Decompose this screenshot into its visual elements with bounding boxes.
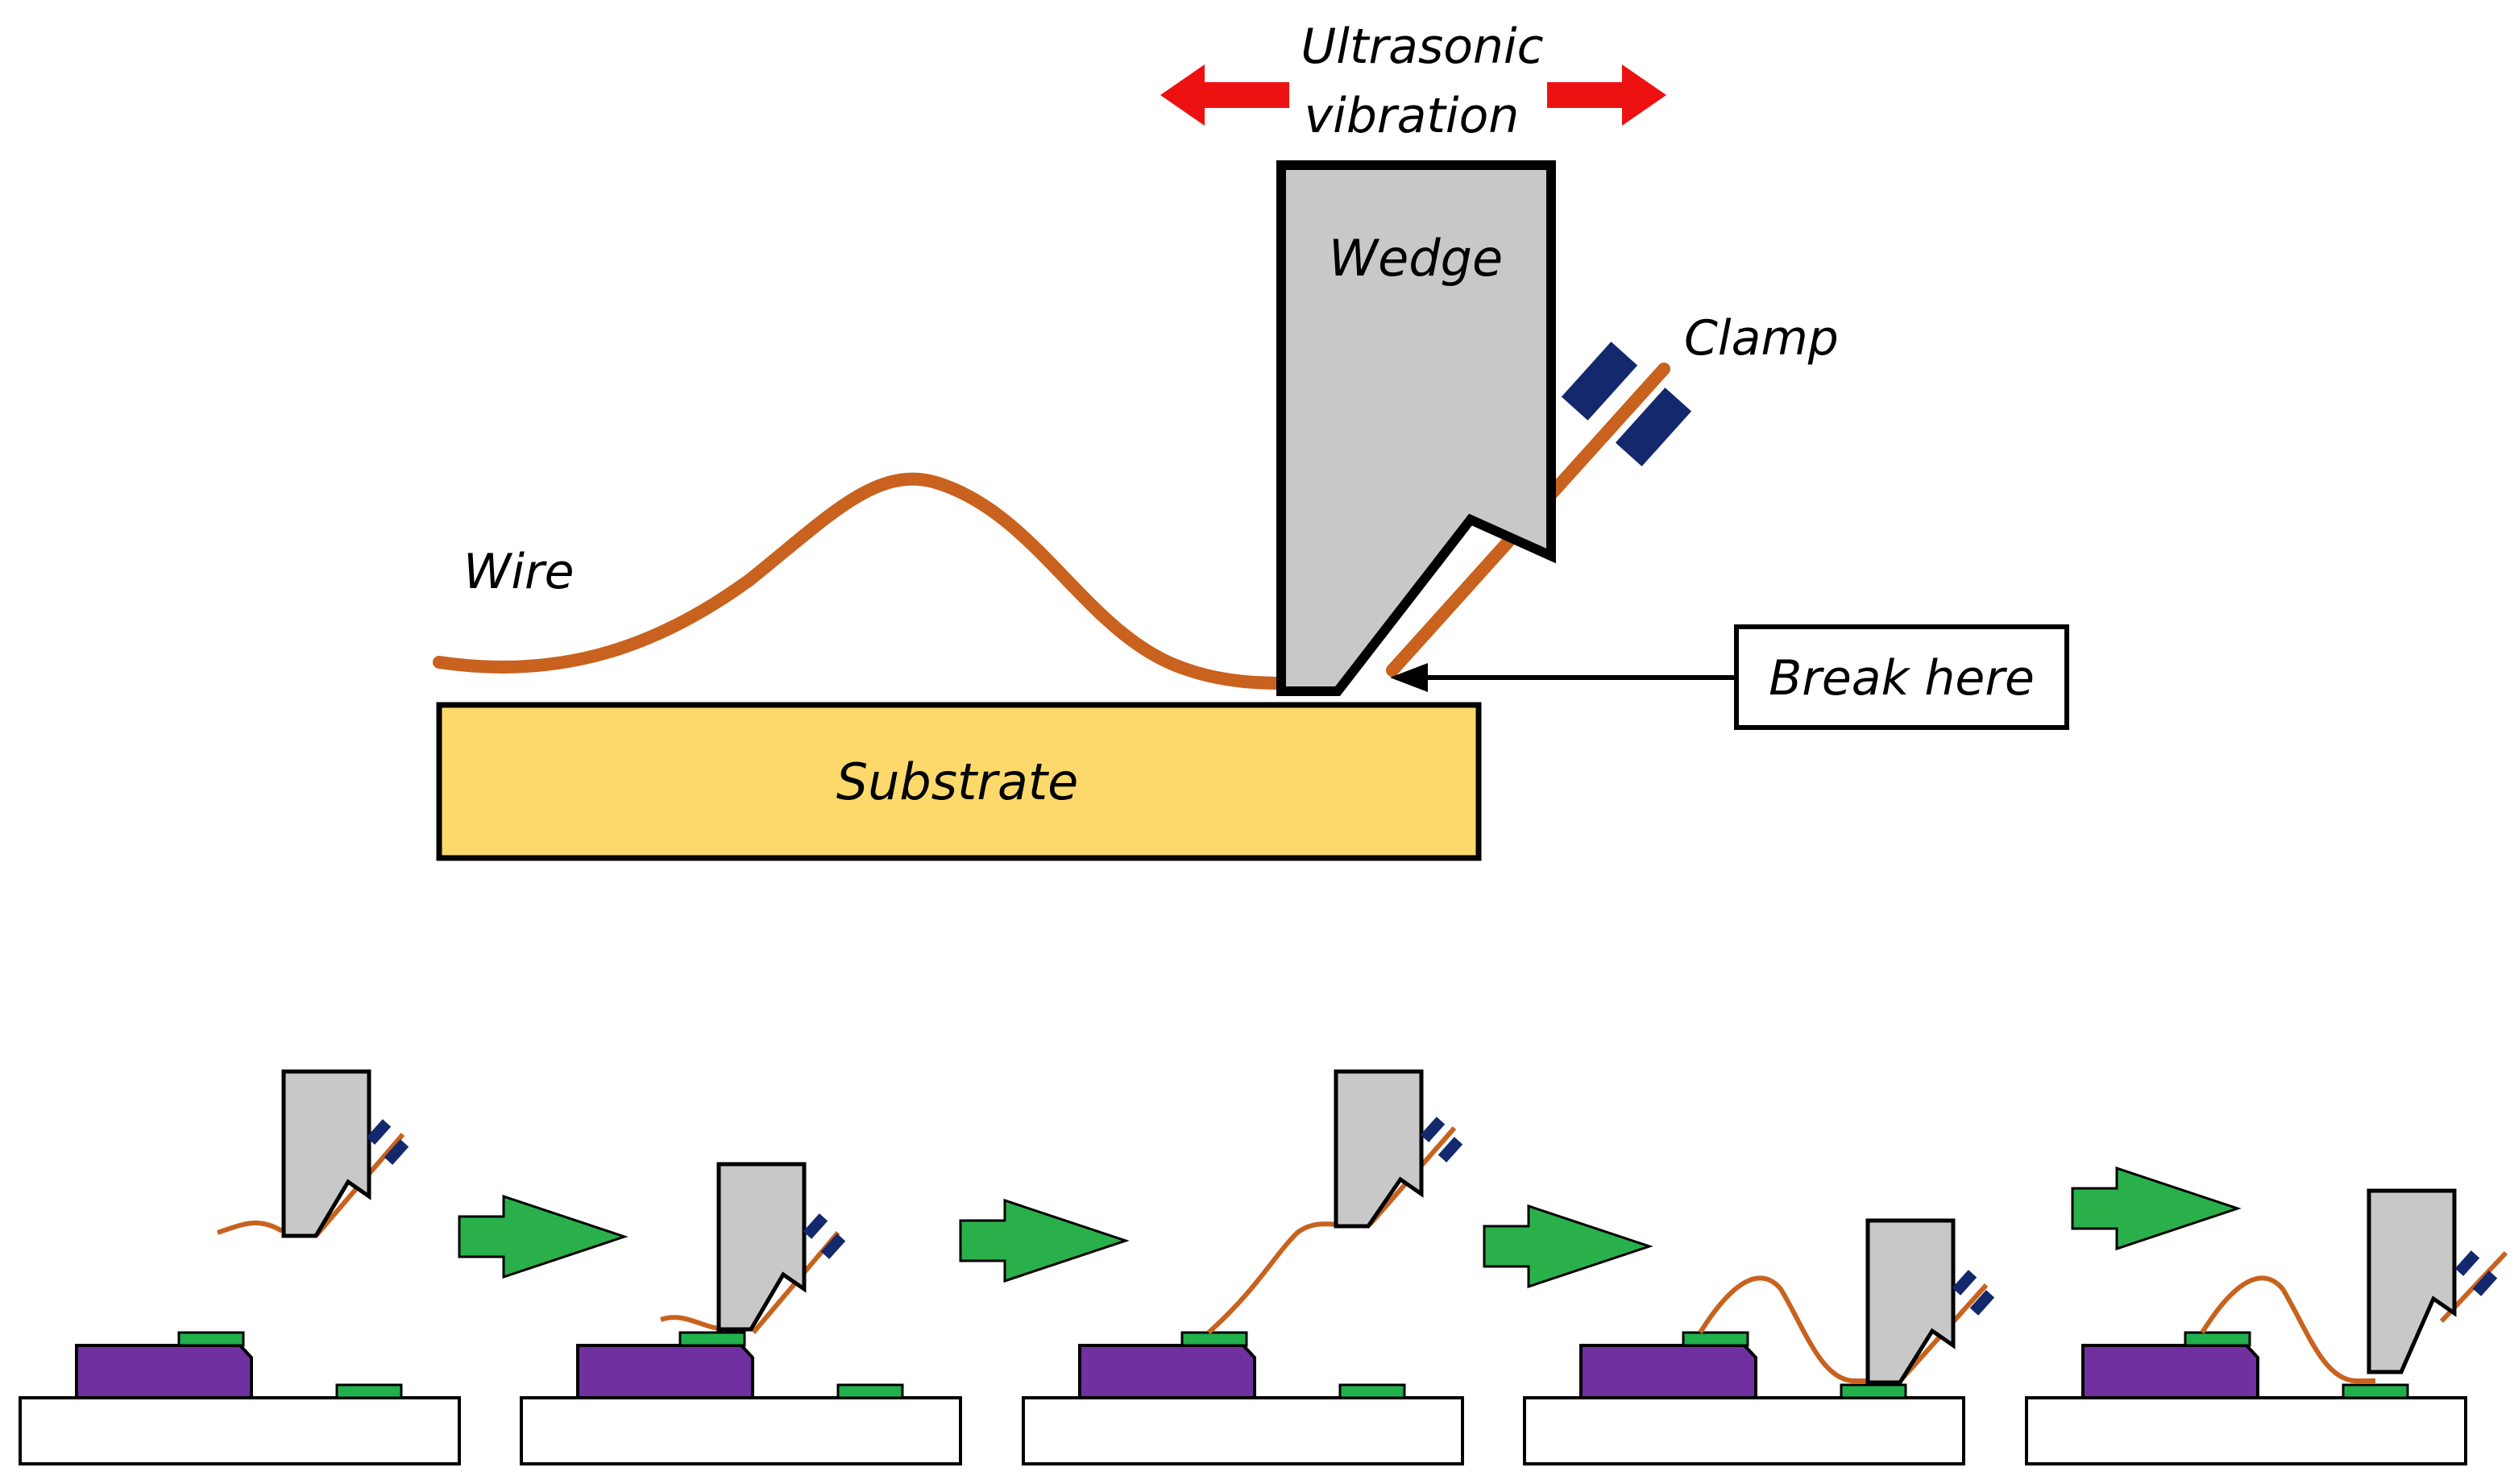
- step-2-substrate-pad: [836, 1383, 904, 1399]
- vibration-left-arrow-icon: [1160, 64, 1289, 126]
- step-3-chip: [1078, 1344, 1256, 1399]
- step-4-substrate-pad: [1840, 1383, 1907, 1399]
- step-5-chip: [2081, 1344, 2259, 1399]
- step-4: [1523, 1218, 1995, 1465]
- wedge-label: Wedge: [1329, 229, 1503, 288]
- step-4-chip: [1579, 1344, 1757, 1399]
- step-arrow-3-icon: [1483, 1204, 1653, 1289]
- step-1-clamp-icon-2: [384, 1139, 409, 1165]
- step-1-base: [19, 1396, 461, 1465]
- step-3-clamp-icon: [1420, 1117, 1446, 1142]
- step-5-wire-loop: [2200, 1275, 2375, 1383]
- step-2-clamp-icon-2: [820, 1233, 846, 1259]
- ultrasonic-label-line1: Ultrasonic: [1301, 19, 1543, 75]
- step-1-wedge: [281, 1069, 371, 1238]
- step-2-base: [520, 1396, 962, 1465]
- step-1: [19, 1069, 461, 1465]
- step-4-base: [1523, 1396, 1965, 1465]
- step-3: [1022, 1069, 1464, 1465]
- step-5-clamp-icon-2: [2472, 1271, 2498, 1296]
- ultrasonic-label-line2: vibration: [1305, 88, 1520, 144]
- step-2-wedge: [716, 1162, 807, 1332]
- step-2: [520, 1162, 962, 1465]
- step-3-wire: [1206, 1221, 1342, 1335]
- step-5-base: [2025, 1396, 2467, 1465]
- main-illustration: Ultrasonic vibration Substrate Wedge Cla…: [433, 19, 2069, 861]
- vibration-right-arrow-icon: [1547, 64, 1666, 126]
- step-1-substrate-pad: [335, 1383, 403, 1399]
- step-4-clamp-icon-2: [1969, 1290, 1995, 1316]
- step-5-chip-pad: [2184, 1331, 2251, 1347]
- step-1-chip-pad: [177, 1331, 245, 1347]
- step-4-clamp-icon: [1952, 1270, 1977, 1295]
- step-1-clamp-icon: [366, 1119, 392, 1145]
- step-2-chip-pad: [678, 1331, 746, 1347]
- clamp-lower-jaw-icon: [1615, 388, 1692, 466]
- substrate-block: [436, 702, 1482, 861]
- break-here-pointer-arrow-icon: [1390, 663, 1428, 692]
- step-4-wedge: [1865, 1218, 1956, 1385]
- step-4-chip-pad: [1682, 1331, 1749, 1347]
- step-5-substrate-pad: [2342, 1383, 2409, 1399]
- step-arrow-4-icon: [2071, 1166, 2242, 1251]
- process-sequence: [19, 1069, 2508, 1465]
- clamp-label: Clamp: [1684, 310, 1839, 367]
- clamp-upper-jaw-icon: [1561, 342, 1638, 421]
- step-3-wedge: [1334, 1069, 1424, 1229]
- substrate-label: Substrate: [836, 752, 1079, 811]
- wedge-tool: [1276, 160, 1556, 696]
- step-2-wire-tail: [660, 1315, 726, 1332]
- step-1-chip: [75, 1344, 253, 1399]
- wire-label: Wire: [463, 544, 575, 600]
- step-3-chip-pad: [1180, 1331, 1248, 1347]
- step-arrow-1-icon: [458, 1194, 628, 1279]
- step-3-substrate-pad: [1338, 1383, 1406, 1399]
- break-here-label: Break here: [1769, 650, 2035, 707]
- step-3-clamp-icon-2: [1437, 1137, 1463, 1163]
- step-2-clamp-icon: [803, 1213, 828, 1239]
- step-5-clamp-icon: [2454, 1250, 2480, 1276]
- step-3-base: [1022, 1396, 1464, 1465]
- step-4-wire-loop: [1698, 1275, 1873, 1383]
- step-5: [2025, 1188, 2508, 1465]
- wire-loop: [433, 472, 1292, 690]
- step-1-wire-tail: [217, 1221, 284, 1235]
- step-2-chip: [576, 1344, 754, 1399]
- step-5-wedge: [2367, 1188, 2457, 1374]
- step-arrow-2-icon: [959, 1198, 1130, 1283]
